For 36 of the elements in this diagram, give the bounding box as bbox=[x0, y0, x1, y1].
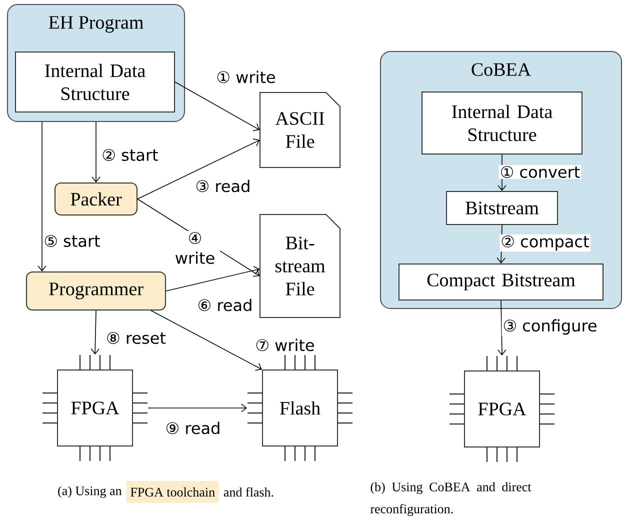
edge-label: ⑤ start bbox=[42, 234, 102, 248]
file-box: Bit- stream File bbox=[260, 214, 340, 318]
edge-label: ⑦ write bbox=[254, 338, 316, 352]
edge-label: ② compact bbox=[500, 234, 590, 252]
edge-label: ② start bbox=[100, 148, 160, 162]
edge-label: ③ read bbox=[194, 178, 252, 194]
process-box: Internal Data Structure bbox=[15, 52, 175, 112]
edge-label: ⑥ read bbox=[196, 298, 254, 312]
arrow bbox=[148, 404, 247, 412]
process-box: Bitstream bbox=[446, 191, 558, 225]
arrow bbox=[166, 266, 260, 292]
chip: FPGA bbox=[42, 354, 148, 462]
arrow bbox=[92, 122, 100, 182]
arrow bbox=[150, 310, 262, 371]
caption: (a) Using an bbox=[58, 486, 122, 498]
tool-box: Packer bbox=[54, 182, 138, 216]
arrow bbox=[38, 122, 46, 272]
caption: and flash. bbox=[224, 487, 274, 497]
edge-label: ⑨ read bbox=[164, 420, 222, 436]
highlighted-text: FPGA toolchain bbox=[126, 481, 220, 503]
process-box: Internal Data Structure bbox=[422, 92, 582, 154]
edge-label: ① write bbox=[215, 70, 277, 84]
arrow bbox=[174, 82, 260, 132]
file-box: ASCII File bbox=[260, 92, 340, 168]
edge-label: ④ write bbox=[170, 230, 220, 266]
chip: Flash bbox=[247, 354, 353, 462]
process-box: Compact Bitstream bbox=[398, 264, 604, 300]
edge-label: ③ configure bbox=[502, 318, 598, 336]
arrow bbox=[137, 138, 260, 200]
edge-label: ⑧ reset bbox=[105, 330, 167, 346]
edge-label: ① convert bbox=[498, 164, 582, 180]
chip: FPGA bbox=[449, 356, 555, 462]
tool-box: Programmer bbox=[26, 272, 166, 310]
caption: (b) Using CoBEA and direct reconfiguration. bbox=[370, 482, 532, 516]
arrow bbox=[498, 300, 506, 356]
arrow bbox=[90, 310, 100, 354]
